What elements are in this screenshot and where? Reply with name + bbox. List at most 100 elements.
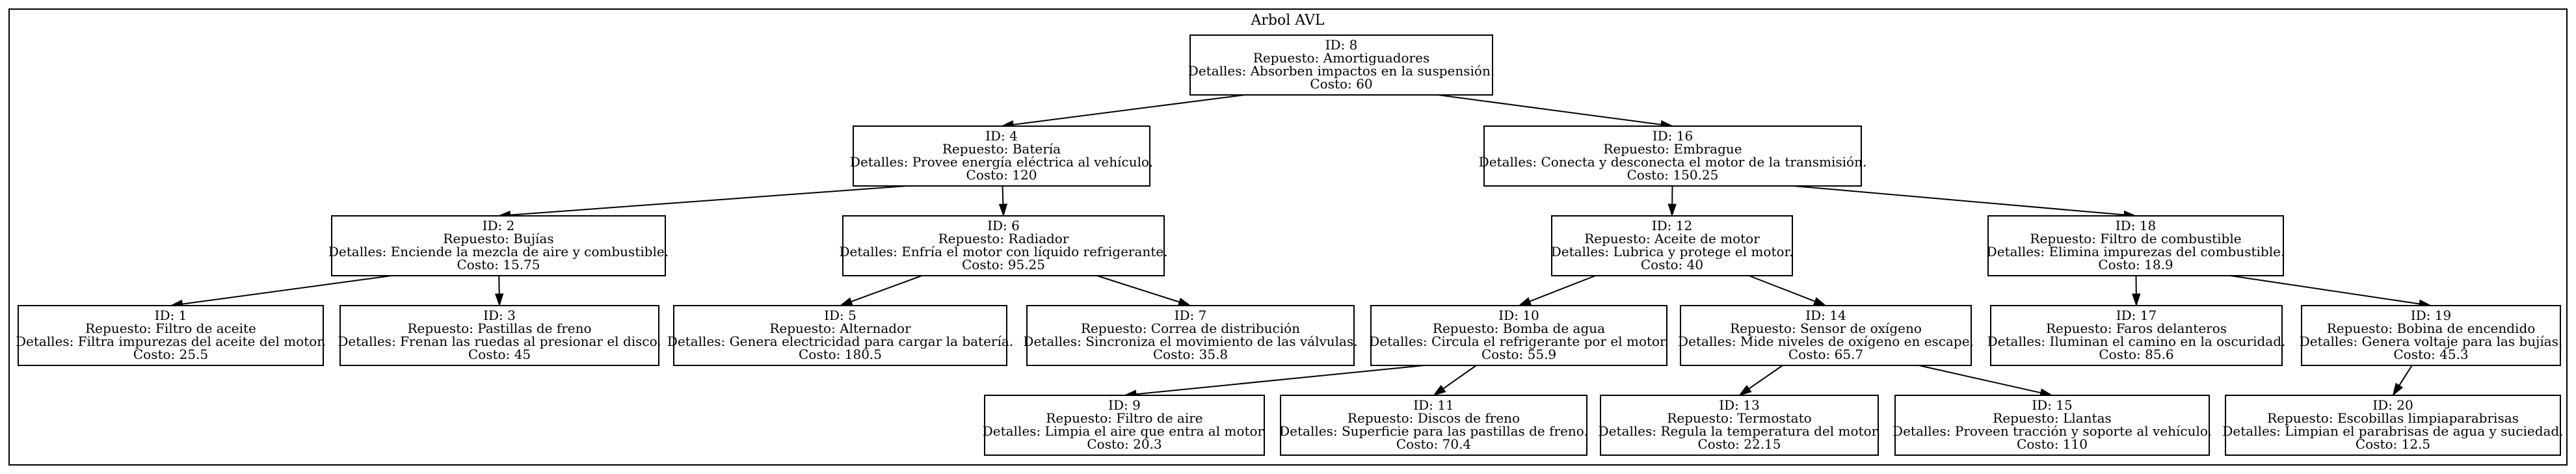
- tree-node-box: [1680, 305, 1972, 366]
- tree-node-line: ID: 11: [1413, 397, 1454, 413]
- tree-node-line: Repuesto: Sensor de oxígeno: [1730, 321, 1922, 336]
- tree-node-line: Costo: 120: [966, 167, 1037, 183]
- edge-line: [1096, 275, 1180, 303]
- edge-line: [2230, 275, 2420, 305]
- edge-line: [510, 185, 907, 216]
- edge-line: [1135, 365, 1424, 395]
- edge-6-5: [839, 275, 922, 306]
- tree-node-line: Repuesto: Escobillas limpiaparabrisas: [2267, 410, 2519, 426]
- arrow-head: [2132, 293, 2141, 307]
- tree-node-line: Costo: 40: [1641, 257, 1703, 272]
- tree-node-line: Repuesto: Radiador: [938, 231, 1069, 246]
- tree-node-line: Detalles: Mide niveles de oxígeno en esc…: [1678, 334, 1974, 349]
- edge-line: [1442, 365, 1477, 389]
- edge-12-10: [1518, 275, 1596, 306]
- tree-node-line: Repuesto: Correa de distribución: [1081, 321, 1300, 336]
- tree-node-line: Detalles: Limpia el aire que entra al mo…: [983, 423, 1267, 439]
- tree-node-line: Repuesto: Bobina de encendido: [2327, 321, 2536, 336]
- tree-node-line: Costo: 150.25: [1627, 167, 1719, 183]
- tree-node-line: Costo: 180.5: [799, 347, 882, 362]
- tree-node-line: Detalles: Enciende la mezcla de aire y c…: [328, 244, 669, 259]
- tree-node-line: Detalles: Enfría el motor con líquido re…: [839, 244, 1167, 259]
- tree-node-line: Detalles: Limpian el parabrisas de agua …: [2222, 423, 2563, 439]
- edge-10-11: [1433, 365, 1477, 396]
- tree-node-line: Costo: 45: [468, 347, 531, 362]
- tree-node-line: Repuesto: Alternador: [769, 321, 911, 336]
- edge-18-17: [2132, 275, 2141, 307]
- tree-node-line: Repuesto: Embrague: [1603, 141, 1742, 157]
- tree-node-line: Detalles: Filtra impurezas del aceite de…: [16, 334, 326, 349]
- tree-node-line: ID: 18: [2116, 218, 2156, 233]
- tree-node-line: ID: 3: [483, 308, 516, 323]
- tree-node-line: Detalles: Sincroniza el movimiento de la…: [1023, 334, 1357, 349]
- edge-2-3: [495, 275, 504, 307]
- tree-node-line: Costo: 20.3: [1087, 436, 1162, 452]
- tree-node-box: [673, 305, 1007, 366]
- tree-node-line: Detalles: Frenan las ruedas al presionar…: [338, 334, 661, 349]
- tree-node-line: ID: 4: [985, 128, 1018, 144]
- tree-node-line: Detalles: Iluminan el camino en la oscur…: [1987, 334, 2286, 349]
- arrow-head: [2392, 382, 2404, 397]
- tree-node-line: ID: 2: [483, 218, 515, 233]
- tree-node-line: Costo: 60: [1310, 76, 1372, 92]
- edge-line: [1919, 365, 2041, 394]
- tree-node-line: ID: 15: [2032, 397, 2072, 413]
- tree-node-line: ID: 14: [1805, 308, 1846, 323]
- edge-line: [1793, 185, 2125, 216]
- tree-node-line: Detalles: Conecta y desconecta el motor …: [1479, 154, 1867, 170]
- tree-node-box: [331, 215, 666, 276]
- tree-node-line: ID: 1: [155, 308, 187, 323]
- edge-line: [1748, 365, 1783, 389]
- tree-node-line: Costo: 35.8: [1153, 347, 1228, 362]
- edge-line: [851, 275, 922, 302]
- tree-node-line: Detalles: Superficie para las pastillas …: [1279, 423, 1588, 439]
- tree-node-line: Repuesto: Llantas: [1993, 410, 2112, 426]
- tree-node-box: [1370, 305, 1667, 366]
- graph-title: Arbol AVL: [1250, 12, 1324, 29]
- tree-node-line: Costo: 15.75: [457, 257, 540, 272]
- arrow-head: [1433, 384, 1446, 396]
- tree-node-line: Costo: 25.5: [133, 347, 208, 362]
- tree-node-line: ID: 17: [2116, 308, 2157, 323]
- tree-node-box: [1894, 395, 2210, 456]
- tree-node-box: [1987, 215, 2284, 276]
- tree-node-line: ID: 5: [824, 308, 856, 323]
- tree-node-line: Repuesto: Termostato: [1667, 410, 1811, 426]
- tree-node-box: [1551, 215, 1793, 276]
- tree-node-line: Costo: 45.3: [2393, 347, 2468, 362]
- tree-node-box: [1026, 305, 1355, 366]
- tree-node-line: Repuesto: Bomba de agua: [1433, 321, 1605, 336]
- tree-node-box: [1990, 305, 2283, 366]
- tree-node-line: Costo: 18.9: [2098, 257, 2173, 272]
- tree-node-line: Repuesto: Batería: [942, 141, 1061, 157]
- edge-line: [1748, 275, 1816, 302]
- tree-node-box: [984, 395, 1265, 456]
- edge-19-20: [2392, 365, 2413, 397]
- tree-node-line: Detalles: Lubrica y protege el motor.: [1551, 244, 1794, 259]
- tree-node-line: ID: 8: [1325, 37, 1358, 53]
- edge-line: [1529, 275, 1596, 302]
- tree-node-line: Detalles: Circula el refrigerante por el…: [1369, 334, 1669, 349]
- tree-node-line: Detalles: Genera voltaje para las bujías…: [2300, 334, 2563, 349]
- tree-node-line: Repuesto: Amortiguadores: [1253, 50, 1429, 66]
- tree-node-box: [18, 305, 324, 366]
- tree-node-box: [1600, 395, 1879, 456]
- tree-node-box: [339, 305, 659, 366]
- edge-line: [1013, 94, 1245, 125]
- tree-node-line: ID: 12: [1652, 218, 1692, 233]
- tree-node-line: Detalles: Provee energía eléctrica al ve…: [850, 154, 1153, 170]
- tree-node-line: Repuesto: Discos de freno: [1348, 410, 1520, 426]
- tree-node-box: [842, 215, 1165, 276]
- edge-12-14: [1748, 275, 1827, 306]
- edge-14-13: [1738, 365, 1783, 396]
- tree-node-line: Repuesto: Faros delanteros: [2046, 321, 2227, 336]
- tree-node-line: Costo: 70.4: [1396, 436, 1471, 452]
